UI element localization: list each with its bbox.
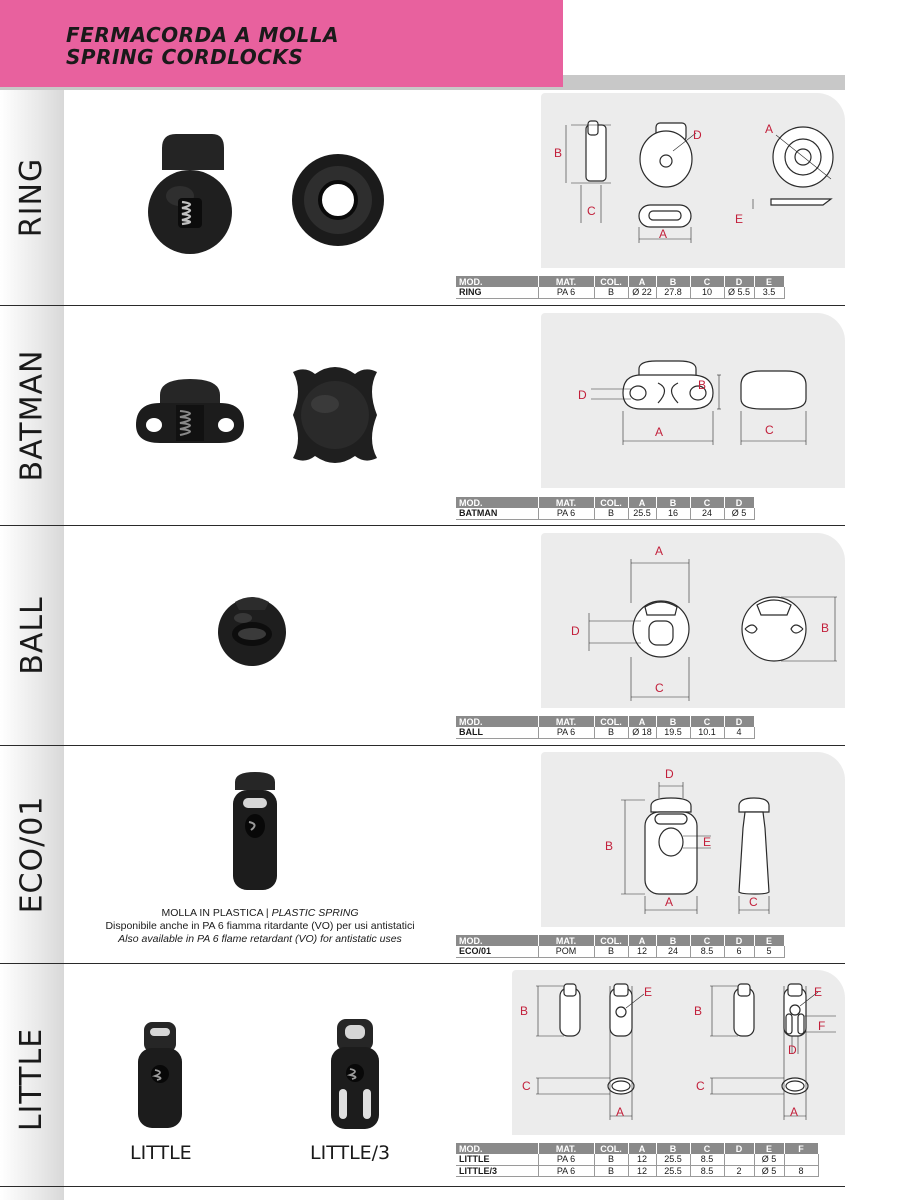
- batman-drawing-svg: D B A C: [578, 360, 807, 445]
- dim-f: F: [818, 1019, 825, 1033]
- dim-c: C: [765, 423, 774, 437]
- side-band: [0, 90, 64, 1200]
- section-divider: [0, 305, 845, 306]
- dim-a: A: [665, 895, 673, 909]
- dim-d: D: [665, 767, 674, 781]
- dim-b: B: [698, 378, 706, 392]
- dim-d: D: [788, 1043, 797, 1057]
- dim-d: D: [693, 128, 702, 142]
- little-drawing-svg: B C A E B C A E F D: [520, 983, 836, 1120]
- table-header-row: MOD. MAT. COL. A B C D E F: [456, 1143, 819, 1154]
- dim-a2: A: [790, 1105, 798, 1119]
- ring-drawing-svg: B C A D A E: [554, 120, 834, 243]
- table-header-row: MOD. MAT. COL. A B C D E: [456, 935, 785, 946]
- dim-b: B: [554, 146, 562, 160]
- dim-c: C: [655, 681, 664, 695]
- batman-cordlock-side-photo: [136, 379, 244, 443]
- note-line-english: Also available in PA 6 flame retardant (…: [118, 933, 402, 945]
- note-line-spring: MOLLA IN PLASTICA | PLASTIC SPRING: [161, 907, 359, 919]
- eco01-spec-table: MOD. MAT. COL. A B C D E ECO/01 POM B 12…: [456, 935, 785, 958]
- header-rule: [563, 75, 845, 87]
- caption-little3: LITTLE/3: [310, 1142, 391, 1164]
- table-header-row: MOD. MAT. COL. A B C D: [456, 716, 755, 727]
- little3-cordlock-photo: [331, 1019, 379, 1129]
- table-header-row: MOD. MAT. COL. A B C D: [456, 497, 755, 508]
- ball-spec-table: MOD. MAT. COL. A B C D BALL PA 6 B Ø 18 …: [456, 716, 755, 739]
- ring-cap-photo: [292, 154, 384, 246]
- batman-technical-drawing: D B A C: [541, 313, 845, 488]
- header-band: [0, 0, 563, 87]
- table-row: BATMAN PA 6 B 25.5 16 24 Ø 5: [456, 508, 755, 520]
- ball-cordlock-photo: [218, 597, 286, 666]
- dim-d: D: [571, 624, 580, 638]
- caption-little: LITTLE: [130, 1142, 192, 1164]
- table-row: LITTLE PA 6 B 12 25.5 8.5 Ø 5: [456, 1154, 819, 1166]
- batman-cordlock-top-photo: [293, 367, 377, 463]
- header-divider: [0, 87, 845, 90]
- eco01-technical-drawing: D B E A C: [541, 752, 845, 927]
- ring-technical-drawing: B C A D A E: [541, 93, 845, 268]
- section-divider: [0, 1186, 845, 1187]
- table-row: RING PA 6 B Ø 22 27.8 10 Ø 5.5 3.5: [456, 287, 785, 299]
- dim-a: A: [659, 227, 667, 241]
- little-spec-table: MOD. MAT. COL. A B C D E F LITTLE PA 6 B…: [456, 1143, 819, 1177]
- little-cordlock-photo: [138, 1022, 182, 1128]
- table-row: ECO/01 POM B 12 24 8.5 6 5: [456, 946, 785, 958]
- dim-d: D: [578, 388, 587, 402]
- title-english: SPRING CORDLOCKS: [66, 45, 304, 69]
- dim-a2: A: [765, 122, 773, 136]
- ball-technical-drawing: A D C B: [541, 533, 845, 708]
- section-divider: [0, 525, 845, 526]
- page-title: FERMACORDA A MOLLA SPRING CORDLOCKS: [66, 24, 339, 68]
- dim-c: C: [522, 1079, 531, 1093]
- dim-e: E: [735, 212, 743, 226]
- dim-c2: C: [696, 1079, 705, 1093]
- little-technical-drawing: B C A E B C A E F D: [512, 970, 845, 1135]
- dim-a: A: [655, 544, 663, 558]
- section-divider: [0, 745, 845, 746]
- eco01-drawing-svg: D B E A C: [605, 767, 770, 914]
- dim-a: A: [616, 1105, 624, 1119]
- section-divider: [0, 963, 845, 964]
- dim-c: C: [749, 895, 758, 909]
- dim-e: E: [703, 835, 711, 849]
- ring-cordlock-photo: [148, 134, 232, 254]
- dim-b2: B: [694, 1004, 702, 1018]
- section-label-ring: RING: [14, 157, 50, 238]
- ball-drawing-svg: A D C B: [571, 544, 837, 701]
- section-label-eco01: ECO/01: [14, 795, 50, 914]
- table-row: BALL PA 6 B Ø 18 19.5 10.1 4: [456, 727, 755, 739]
- dim-e2: E: [814, 985, 822, 999]
- section-label-little: LITTLE: [14, 1027, 50, 1131]
- dim-c: C: [587, 204, 596, 218]
- ring-spec-table: MOD. MAT. COL. A B C D E RING PA 6 B Ø 2…: [456, 276, 785, 299]
- dim-a: A: [655, 425, 663, 439]
- table-row: LITTLE/3 PA 6 B 12 25.5 8.5 2 Ø 5 8: [456, 1165, 819, 1177]
- eco01-cordlock-photo: [233, 772, 277, 890]
- dim-b: B: [520, 1004, 528, 1018]
- dim-b: B: [821, 621, 829, 635]
- section-label-ball: BALL: [14, 596, 50, 675]
- batman-spec-table: MOD. MAT. COL. A B C D BATMAN PA 6 B 25.…: [456, 497, 755, 520]
- dim-e: E: [644, 985, 652, 999]
- title-italian: FERMACORDA A MOLLA: [66, 23, 339, 47]
- table-header-row: MOD. MAT. COL. A B C D E: [456, 276, 785, 287]
- note-line-italian: Disponibile anche in PA 6 fiamma ritarda…: [105, 920, 415, 932]
- dim-b: B: [605, 839, 613, 853]
- eco01-note: MOLLA IN PLASTICA | PLASTIC SPRING Dispo…: [70, 907, 450, 946]
- section-label-batman: BATMAN: [14, 349, 50, 482]
